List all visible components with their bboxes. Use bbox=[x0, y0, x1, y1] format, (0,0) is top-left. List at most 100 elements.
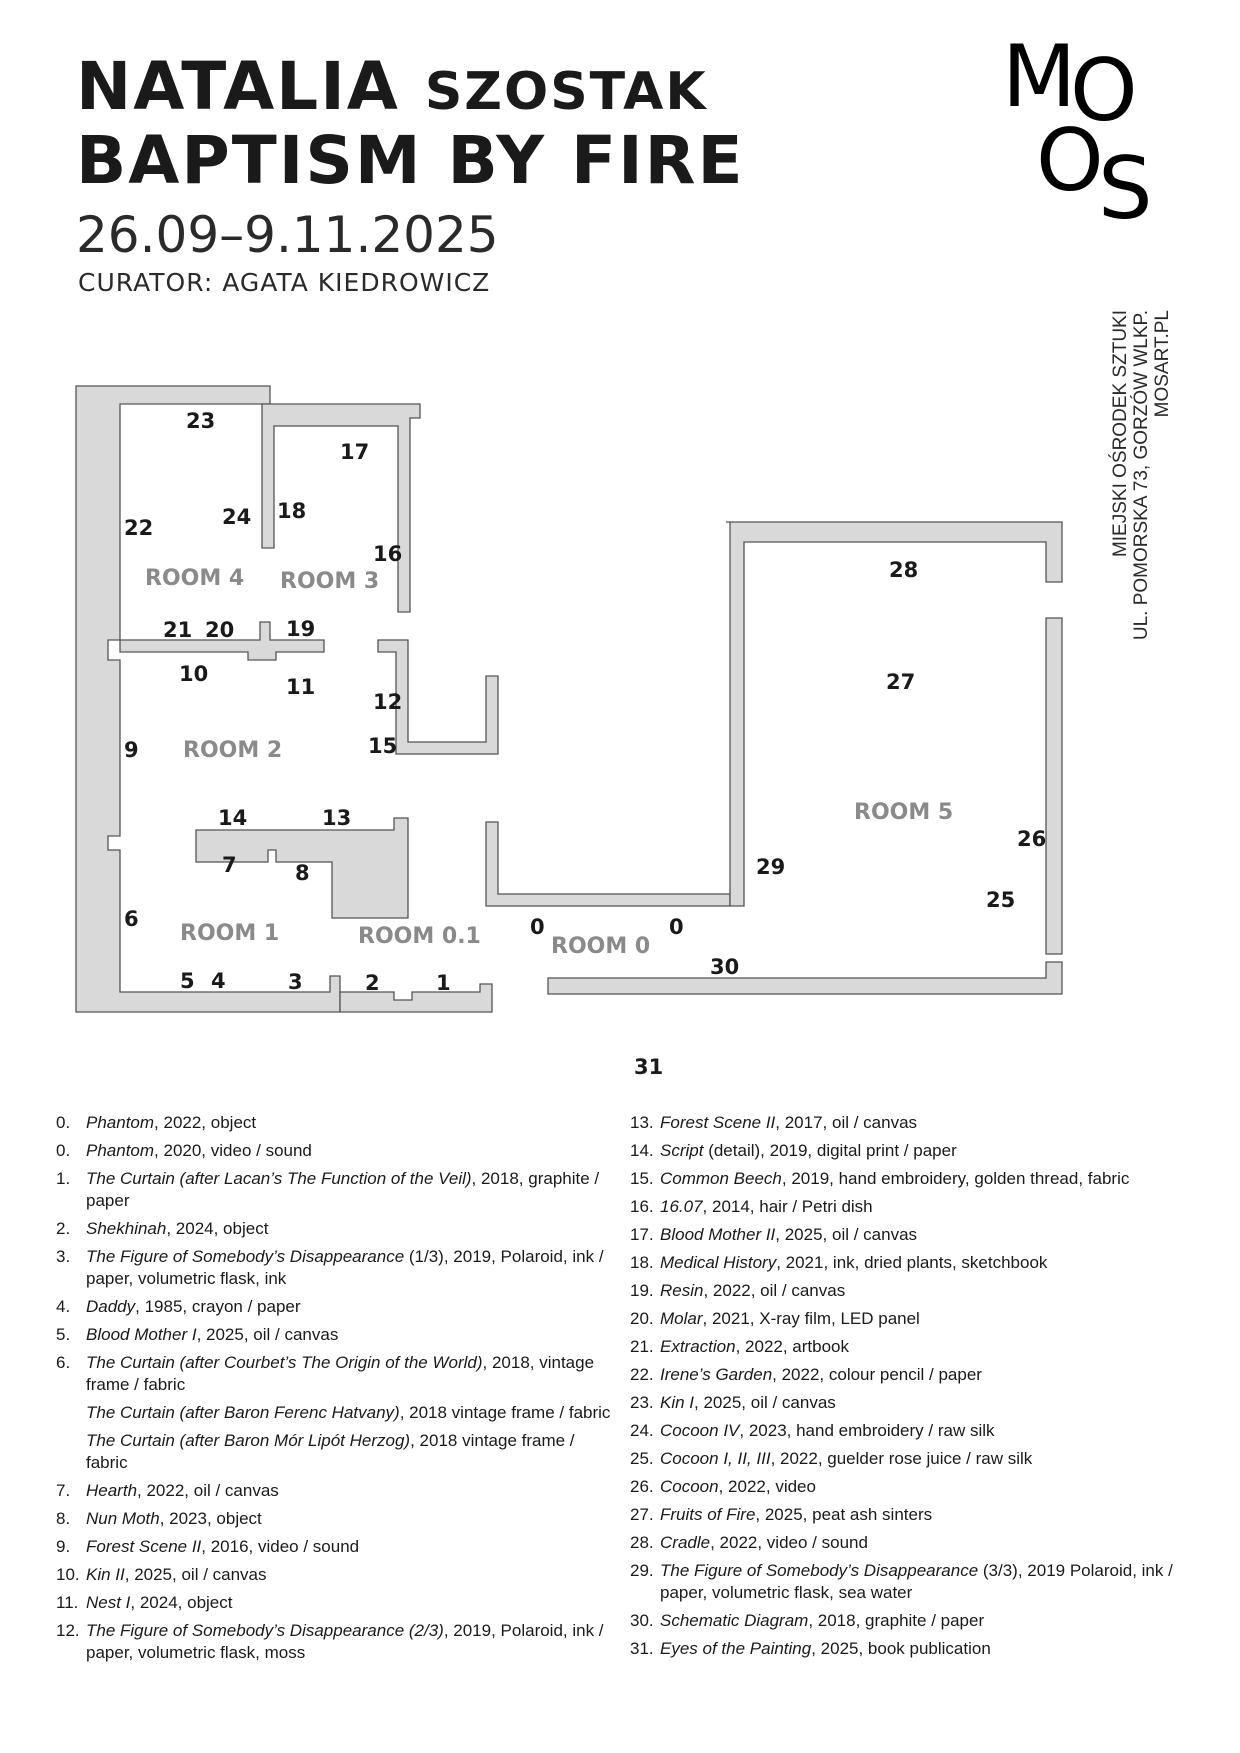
work-number: 6. bbox=[56, 1353, 71, 1372]
artist-first-name: NATALIA bbox=[76, 48, 400, 125]
work-title: Molar bbox=[660, 1309, 703, 1328]
work-title: Kin II bbox=[86, 1565, 125, 1584]
work-number: 13. bbox=[630, 1113, 654, 1132]
work-title: Blood Mother II bbox=[660, 1225, 776, 1244]
work-number: 29. bbox=[630, 1561, 654, 1580]
work-details: , 2018, vintage frame / fabric bbox=[86, 1353, 595, 1394]
work-details: , 2018, graphite / paper bbox=[808, 1611, 985, 1630]
work-title: Irene’s Garden bbox=[660, 1365, 773, 1384]
work-details: , 2025, peat ash sinters bbox=[755, 1505, 933, 1524]
work-title: The Curtain (after Baron Ferenc Hatvany) bbox=[86, 1403, 400, 1422]
work-title: Phantom bbox=[86, 1141, 155, 1160]
plan-number: 0 bbox=[530, 915, 545, 939]
work-list-item: 14.Script (detail), 2019, digital print … bbox=[630, 1140, 1190, 1162]
work-number: 28. bbox=[630, 1533, 654, 1552]
work-title: Nest I bbox=[86, 1593, 131, 1612]
work-list-item: 6.The Curtain (after Courbet’s The Origi… bbox=[56, 1352, 616, 1396]
work-list-item: 27.Fruits of Fire, 2025, peat ash sinter… bbox=[630, 1504, 1190, 1526]
work-details: , 2022, video / sound bbox=[710, 1533, 868, 1552]
work-list-item: 9.Forest Scene II, 2016, video / sound bbox=[56, 1536, 616, 1558]
work-list-item: The Curtain (after Baron Mór Lipót Herzo… bbox=[56, 1430, 616, 1474]
logo-letter-o1: O bbox=[1070, 41, 1138, 141]
wall-room5 bbox=[726, 521, 1063, 907]
moos-logo: M O O S bbox=[1002, 30, 1153, 230]
room-2-label: ROOM 2 bbox=[183, 738, 282, 763]
work-list-item: 28. Cradle, 2022, video / sound bbox=[630, 1532, 1190, 1554]
logo-letter-o2: O bbox=[1036, 111, 1104, 211]
work-details: , 2022, video bbox=[718, 1477, 816, 1496]
wall-room2-right bbox=[377, 639, 499, 755]
work-list-item: 17.Blood Mother II, 2025, oil / canvas bbox=[630, 1224, 1190, 1246]
work-list-item: 5. Blood Mother I, 2025, oil / canvas bbox=[56, 1324, 616, 1346]
plan-number: 2 bbox=[365, 971, 380, 995]
work-list-item: 23.Kin I, 2025, oil / canvas bbox=[630, 1392, 1190, 1414]
wall-room3-top bbox=[261, 403, 421, 613]
wall-room0 bbox=[485, 821, 731, 907]
work-title: Cocoon I, II, III bbox=[660, 1449, 771, 1468]
plan-number: 24 bbox=[222, 505, 251, 529]
plan-number: 1 bbox=[436, 971, 451, 995]
work-number: 21. bbox=[630, 1337, 654, 1356]
work-title: Medical History bbox=[660, 1253, 777, 1272]
work-number: 1. bbox=[56, 1169, 71, 1188]
plan-number: 10 bbox=[179, 662, 208, 686]
work-title: Common Beech bbox=[660, 1169, 782, 1188]
work-title: Daddy bbox=[86, 1297, 136, 1316]
work-number: 15. bbox=[630, 1169, 654, 1188]
work-number: 27. bbox=[630, 1505, 654, 1524]
work-title: Schematic Diagram bbox=[660, 1611, 809, 1630]
work-number: 5. bbox=[56, 1325, 71, 1344]
wall-bottom-entrance bbox=[339, 983, 493, 1013]
work-number: 26. bbox=[630, 1477, 654, 1496]
work-details: , 2025, oil / canvas bbox=[196, 1325, 339, 1344]
plan-number: 18 bbox=[277, 499, 306, 523]
work-title: Phantom bbox=[86, 1113, 155, 1132]
plan-number: 7 bbox=[222, 853, 237, 877]
work-details: , 2022, artbook bbox=[735, 1337, 850, 1356]
plan-number: 28 bbox=[889, 558, 918, 582]
work-number: 3. bbox=[56, 1247, 71, 1266]
work-list-item: 20.Molar, 2021, X-ray film, LED panel bbox=[630, 1308, 1190, 1330]
work-number: 0. bbox=[56, 1141, 71, 1160]
work-title: Blood Mother I bbox=[86, 1325, 197, 1344]
work-details: , 2016, video / sound bbox=[201, 1537, 360, 1556]
work-list-item: 29.The Figure of Somebody’s Disappearanc… bbox=[630, 1560, 1190, 1604]
work-title: Cocoon IV bbox=[660, 1421, 740, 1440]
wall-left-outer bbox=[75, 385, 341, 1013]
work-details: (1/3), 2019, Polaroid, ink / paper, volu… bbox=[86, 1247, 604, 1288]
plan-number: 21 bbox=[163, 618, 192, 642]
work-details: , 2021, X-ray film, LED panel bbox=[702, 1309, 920, 1328]
work-details: , 2014, hair / Petri dish bbox=[702, 1197, 873, 1216]
work-title: Forest Scene II bbox=[86, 1537, 202, 1556]
plan-number: 15 bbox=[368, 734, 397, 758]
plan-number: 3 bbox=[288, 970, 303, 994]
work-list-item: 16.16.07, 2014, hair / Petri dish bbox=[630, 1196, 1190, 1218]
work-title: The Figure of Somebody’s Disappearance (… bbox=[86, 1621, 444, 1640]
work-number: 2. bbox=[56, 1219, 71, 1238]
work-number: 12. bbox=[56, 1621, 80, 1640]
work-number: 23. bbox=[630, 1393, 654, 1412]
work-list-item: 24.Cocoon IV, 2023, hand embroidery / ra… bbox=[630, 1420, 1190, 1442]
work-list-item: 0.Phantom, 2020, video / sound bbox=[56, 1140, 616, 1162]
work-details: , 2017, oil / canvas bbox=[775, 1113, 918, 1132]
wall-room5-right bbox=[1045, 617, 1063, 955]
work-list-item: 4.Daddy, 1985, crayon / paper bbox=[56, 1296, 616, 1318]
work-details: , 2025, book publication bbox=[811, 1639, 991, 1658]
work-list-item: 12. The Figure of Somebody’s Disappearanc… bbox=[56, 1620, 616, 1664]
work-details: , 2025, oil / canvas bbox=[124, 1565, 267, 1584]
work-details: , 2024, object bbox=[166, 1219, 269, 1238]
floor-plan: ROOM 4 ROOM 3 ROOM 2 ROOM 1 ROOM 0.1 ROO… bbox=[75, 385, 1063, 1079]
plan-number: 16 bbox=[373, 542, 402, 566]
work-title: Cradle bbox=[660, 1533, 711, 1552]
work-list-item: 26.Cocoon, 2022, video bbox=[630, 1476, 1190, 1498]
plan-number: 25 bbox=[986, 888, 1015, 912]
work-title: Extraction bbox=[660, 1337, 736, 1356]
work-list-item: 10.Kin II, 2025, oil / canvas bbox=[56, 1564, 616, 1586]
wall-room5-bottom bbox=[547, 961, 1063, 995]
floor-plan-walls bbox=[75, 385, 1063, 1013]
work-number: 17. bbox=[630, 1225, 654, 1244]
work-number: 31. bbox=[630, 1639, 654, 1658]
work-details: , 1985, crayon / paper bbox=[135, 1297, 301, 1316]
